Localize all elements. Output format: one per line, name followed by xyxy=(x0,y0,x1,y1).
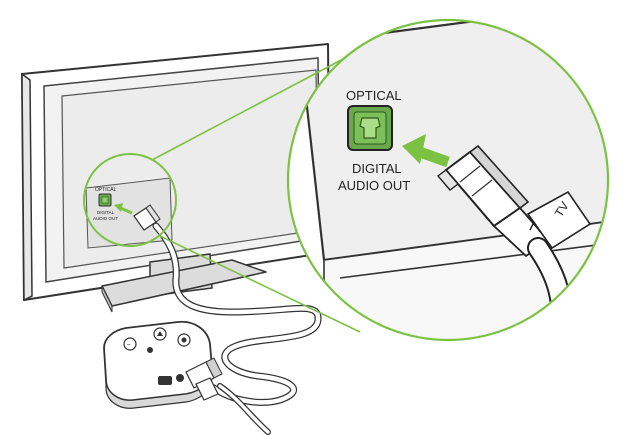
zoom-digital-label: DIGITAL xyxy=(352,161,402,176)
tv-bezel-edge xyxy=(21,72,33,302)
device-port-2 xyxy=(176,374,184,382)
small-arrow-head xyxy=(114,203,123,212)
zoom-optical-label: OPTICAL xyxy=(346,88,402,103)
small-digital-label: DIGITAL xyxy=(97,210,115,215)
zoom-panel xyxy=(298,20,608,262)
callout-zoom-circle xyxy=(286,18,610,342)
output-cable-inner xyxy=(218,384,270,434)
optical-cable-inner xyxy=(153,223,321,405)
device-led-icon xyxy=(147,347,153,353)
zoom-content xyxy=(298,20,608,340)
zoom-optical-port xyxy=(347,105,393,151)
zoom-arrow-head xyxy=(402,134,426,164)
small-optical-plug xyxy=(133,204,161,231)
zoom-cable-tag xyxy=(526,190,592,250)
cable-tag-label: TV xyxy=(552,199,572,219)
zoom-audio-out-label: AUDIO OUT xyxy=(338,178,410,193)
callout-line-bottom xyxy=(159,235,361,333)
small-optical-label: OPTICAL xyxy=(95,187,117,193)
tag-arrow-icon xyxy=(529,221,541,233)
callout-small-circle xyxy=(83,153,177,247)
audio-device: − xyxy=(103,320,213,409)
small-audio-out-label: AUDIO OUT xyxy=(93,216,118,221)
device-port-1 xyxy=(158,376,172,385)
device-button-right-dot xyxy=(181,337,187,343)
small-optical-port xyxy=(98,193,112,207)
zoom-panel-edge xyxy=(339,241,608,279)
callout-line-top xyxy=(151,49,361,161)
up-glyph xyxy=(157,331,163,336)
device-plugs xyxy=(185,357,223,401)
tv-stand-base-front xyxy=(101,285,113,313)
minus-glyph: − xyxy=(127,342,131,349)
device-button-left-icon xyxy=(123,337,137,351)
